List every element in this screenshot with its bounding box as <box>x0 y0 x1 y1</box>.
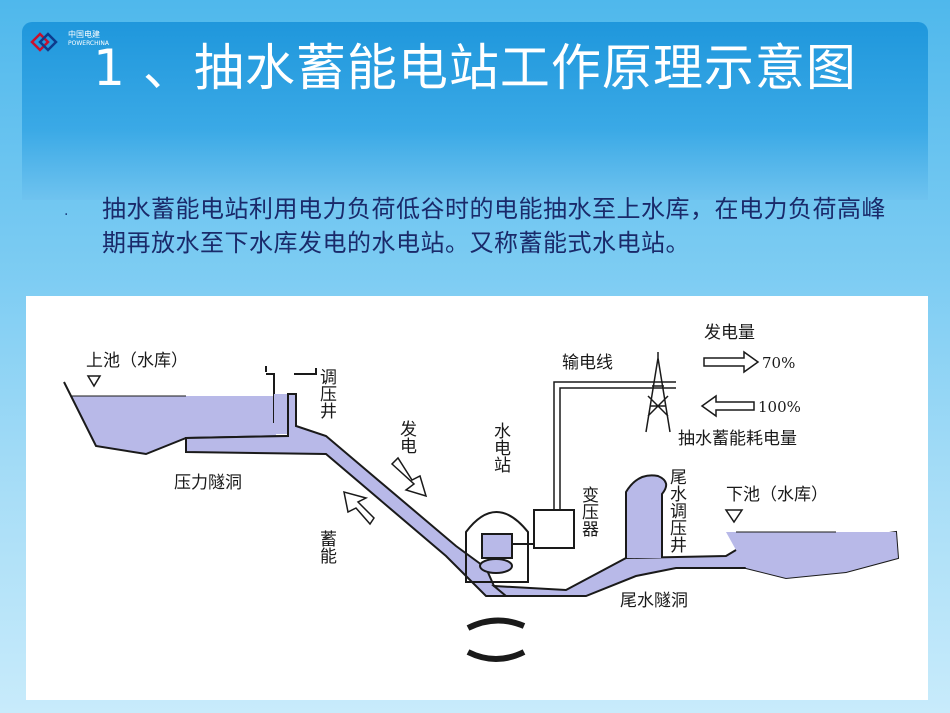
diagram-panel: 上池（水库） 压力隧洞 调压井 发电 蓄能 水电站 变压器 输电线 发电量 70… <box>26 296 928 700</box>
upper-reservoir-label: 上池（水库） <box>86 351 188 371</box>
generator-unit <box>481 533 513 559</box>
logo-text: 中国电建 POWERCHINA <box>68 30 109 48</box>
logo-subname: POWERCHINA <box>68 40 109 47</box>
power-in-arrow-icon <box>700 394 755 418</box>
transmission-tower <box>645 352 671 433</box>
lower-reservoir-water <box>726 532 898 578</box>
upper-reservoir-water <box>70 396 276 454</box>
rotation-arrows-icon <box>466 617 526 662</box>
transmission-line-label: 输电线 <box>562 353 613 373</box>
turbine-runner <box>479 558 513 574</box>
transmission-line <box>553 381 676 510</box>
tailrace-tunnel-label: 尾水隧洞 <box>620 591 688 611</box>
surge-tank-1-label: 调压井 <box>316 368 337 419</box>
bullet-marker: . <box>64 203 69 219</box>
power-out-arrow-icon <box>703 350 760 374</box>
store-label: 蓄能 <box>316 530 337 565</box>
lower-reservoir-label: 下池（水库） <box>726 485 828 505</box>
power-in-percent: 100% <box>758 398 801 416</box>
title-band <box>22 22 928 200</box>
upper-water-level-icon <box>86 375 102 388</box>
tailrace-surge-tank-label: 尾水调压井 <box>666 468 687 553</box>
power-out-percent: 70% <box>762 354 795 372</box>
tailrace-surge-tank <box>625 474 668 558</box>
transformer-label: 变压器 <box>578 486 599 537</box>
lower-water-level-icon <box>724 509 744 524</box>
power-out-label: 发电量 <box>704 323 755 343</box>
pressure-tunnel-label: 压力隧洞 <box>174 473 242 493</box>
powerchina-logo <box>30 32 58 52</box>
bullet-text: 抽水蓄能电站利用电力负荷低谷时的电能抽水至上水库，在电力负荷高峰期再放水至下水库… <box>102 195 886 257</box>
powerhouse-label: 水电站 <box>490 422 511 473</box>
powerhouse-dome <box>465 511 529 583</box>
slide-title: 1 、抽水蓄能电站工作原理示意图 <box>93 39 857 97</box>
generate-arrow-icon <box>390 456 428 498</box>
generate-label: 发电 <box>396 420 417 454</box>
pump-consumption-label: 抽水蓄能耗电量 <box>678 429 797 449</box>
store-arrow-icon <box>343 490 375 526</box>
pumped-storage-diagram: 上池（水库） 压力隧洞 调压井 发电 蓄能 水电站 变压器 输电线 发电量 70… <box>63 323 900 662</box>
transformer-box <box>533 509 575 549</box>
logo-name: 中国电建 <box>68 30 100 39</box>
